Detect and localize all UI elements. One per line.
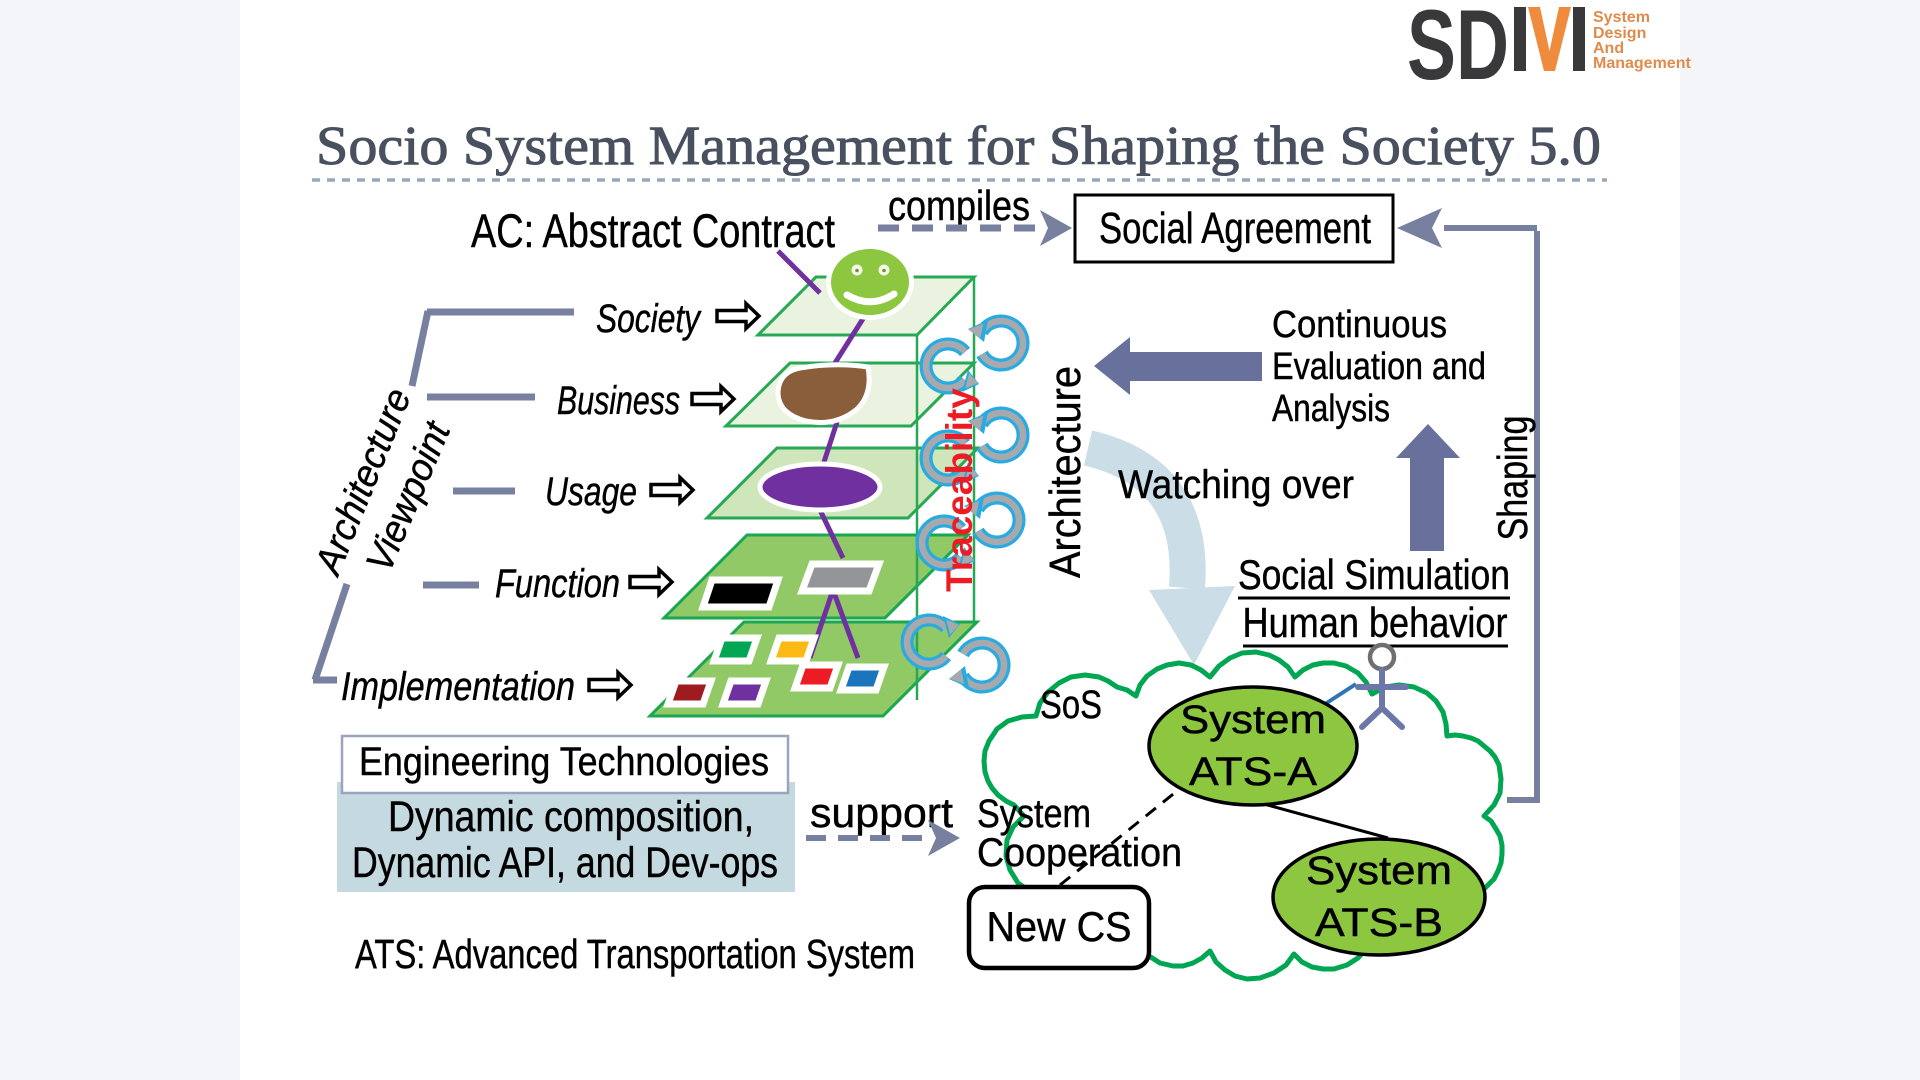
svg-text:Implementation: Implementation <box>341 665 575 709</box>
svg-text:New CS: New CS <box>987 903 1132 950</box>
svg-text:Dynamic composition,: Dynamic composition, <box>388 793 754 841</box>
svg-text:AC: Abstract Contract: AC: Abstract Contract <box>471 204 835 257</box>
svg-text:Watching over: Watching over <box>1118 463 1354 507</box>
svg-text:Usage: Usage <box>545 470 637 514</box>
svg-text:Shaping: Shaping <box>1489 416 1536 541</box>
svg-text:SD: SD <box>1407 0 1509 100</box>
svg-text:support: support <box>810 789 953 836</box>
svg-text:Traceability: Traceability <box>939 388 980 592</box>
svg-text:ATS-B: ATS-B <box>1315 901 1443 945</box>
svg-text:Social Agreement: Social Agreement <box>1099 204 1371 253</box>
svg-text:Dynamic API, and Dev-ops: Dynamic API, and Dev-ops <box>352 839 778 887</box>
svg-text:Social Simulation: Social Simulation <box>1238 551 1510 598</box>
svg-text:Evaluation and: Evaluation and <box>1272 346 1486 388</box>
svg-text:Analysis: Analysis <box>1272 388 1390 430</box>
svg-text:Cooperation: Cooperation <box>977 831 1182 875</box>
svg-text:Management: Management <box>1593 55 1691 72</box>
svg-text:Architecture: Architecture <box>1041 366 1090 578</box>
svg-text:Design: Design <box>1593 25 1646 42</box>
svg-text:ATS-A: ATS-A <box>1189 750 1317 794</box>
svg-text:Engineering Technologies: Engineering Technologies <box>359 740 769 784</box>
svg-text:And: And <box>1593 40 1624 57</box>
svg-text:SoS: SoS <box>1040 683 1102 727</box>
svg-text:System: System <box>1306 849 1452 893</box>
svg-text:System: System <box>1593 9 1650 26</box>
svg-text:compiles: compiles <box>888 182 1030 229</box>
svg-text:ATS: Advanced Transportation S: ATS: Advanced Transportation System <box>355 931 915 977</box>
svg-text:System: System <box>977 792 1091 836</box>
svg-text:Business: Business <box>557 379 680 423</box>
svg-text:Continuous: Continuous <box>1272 304 1447 346</box>
svg-text:Socio System Management for Sh: Socio System Management for Shaping the … <box>316 115 1601 176</box>
svg-text:Function: Function <box>495 562 620 606</box>
svg-text:Human behavior: Human behavior <box>1243 599 1508 646</box>
svg-text:System: System <box>1180 698 1326 742</box>
svg-text:Society: Society <box>596 297 702 341</box>
